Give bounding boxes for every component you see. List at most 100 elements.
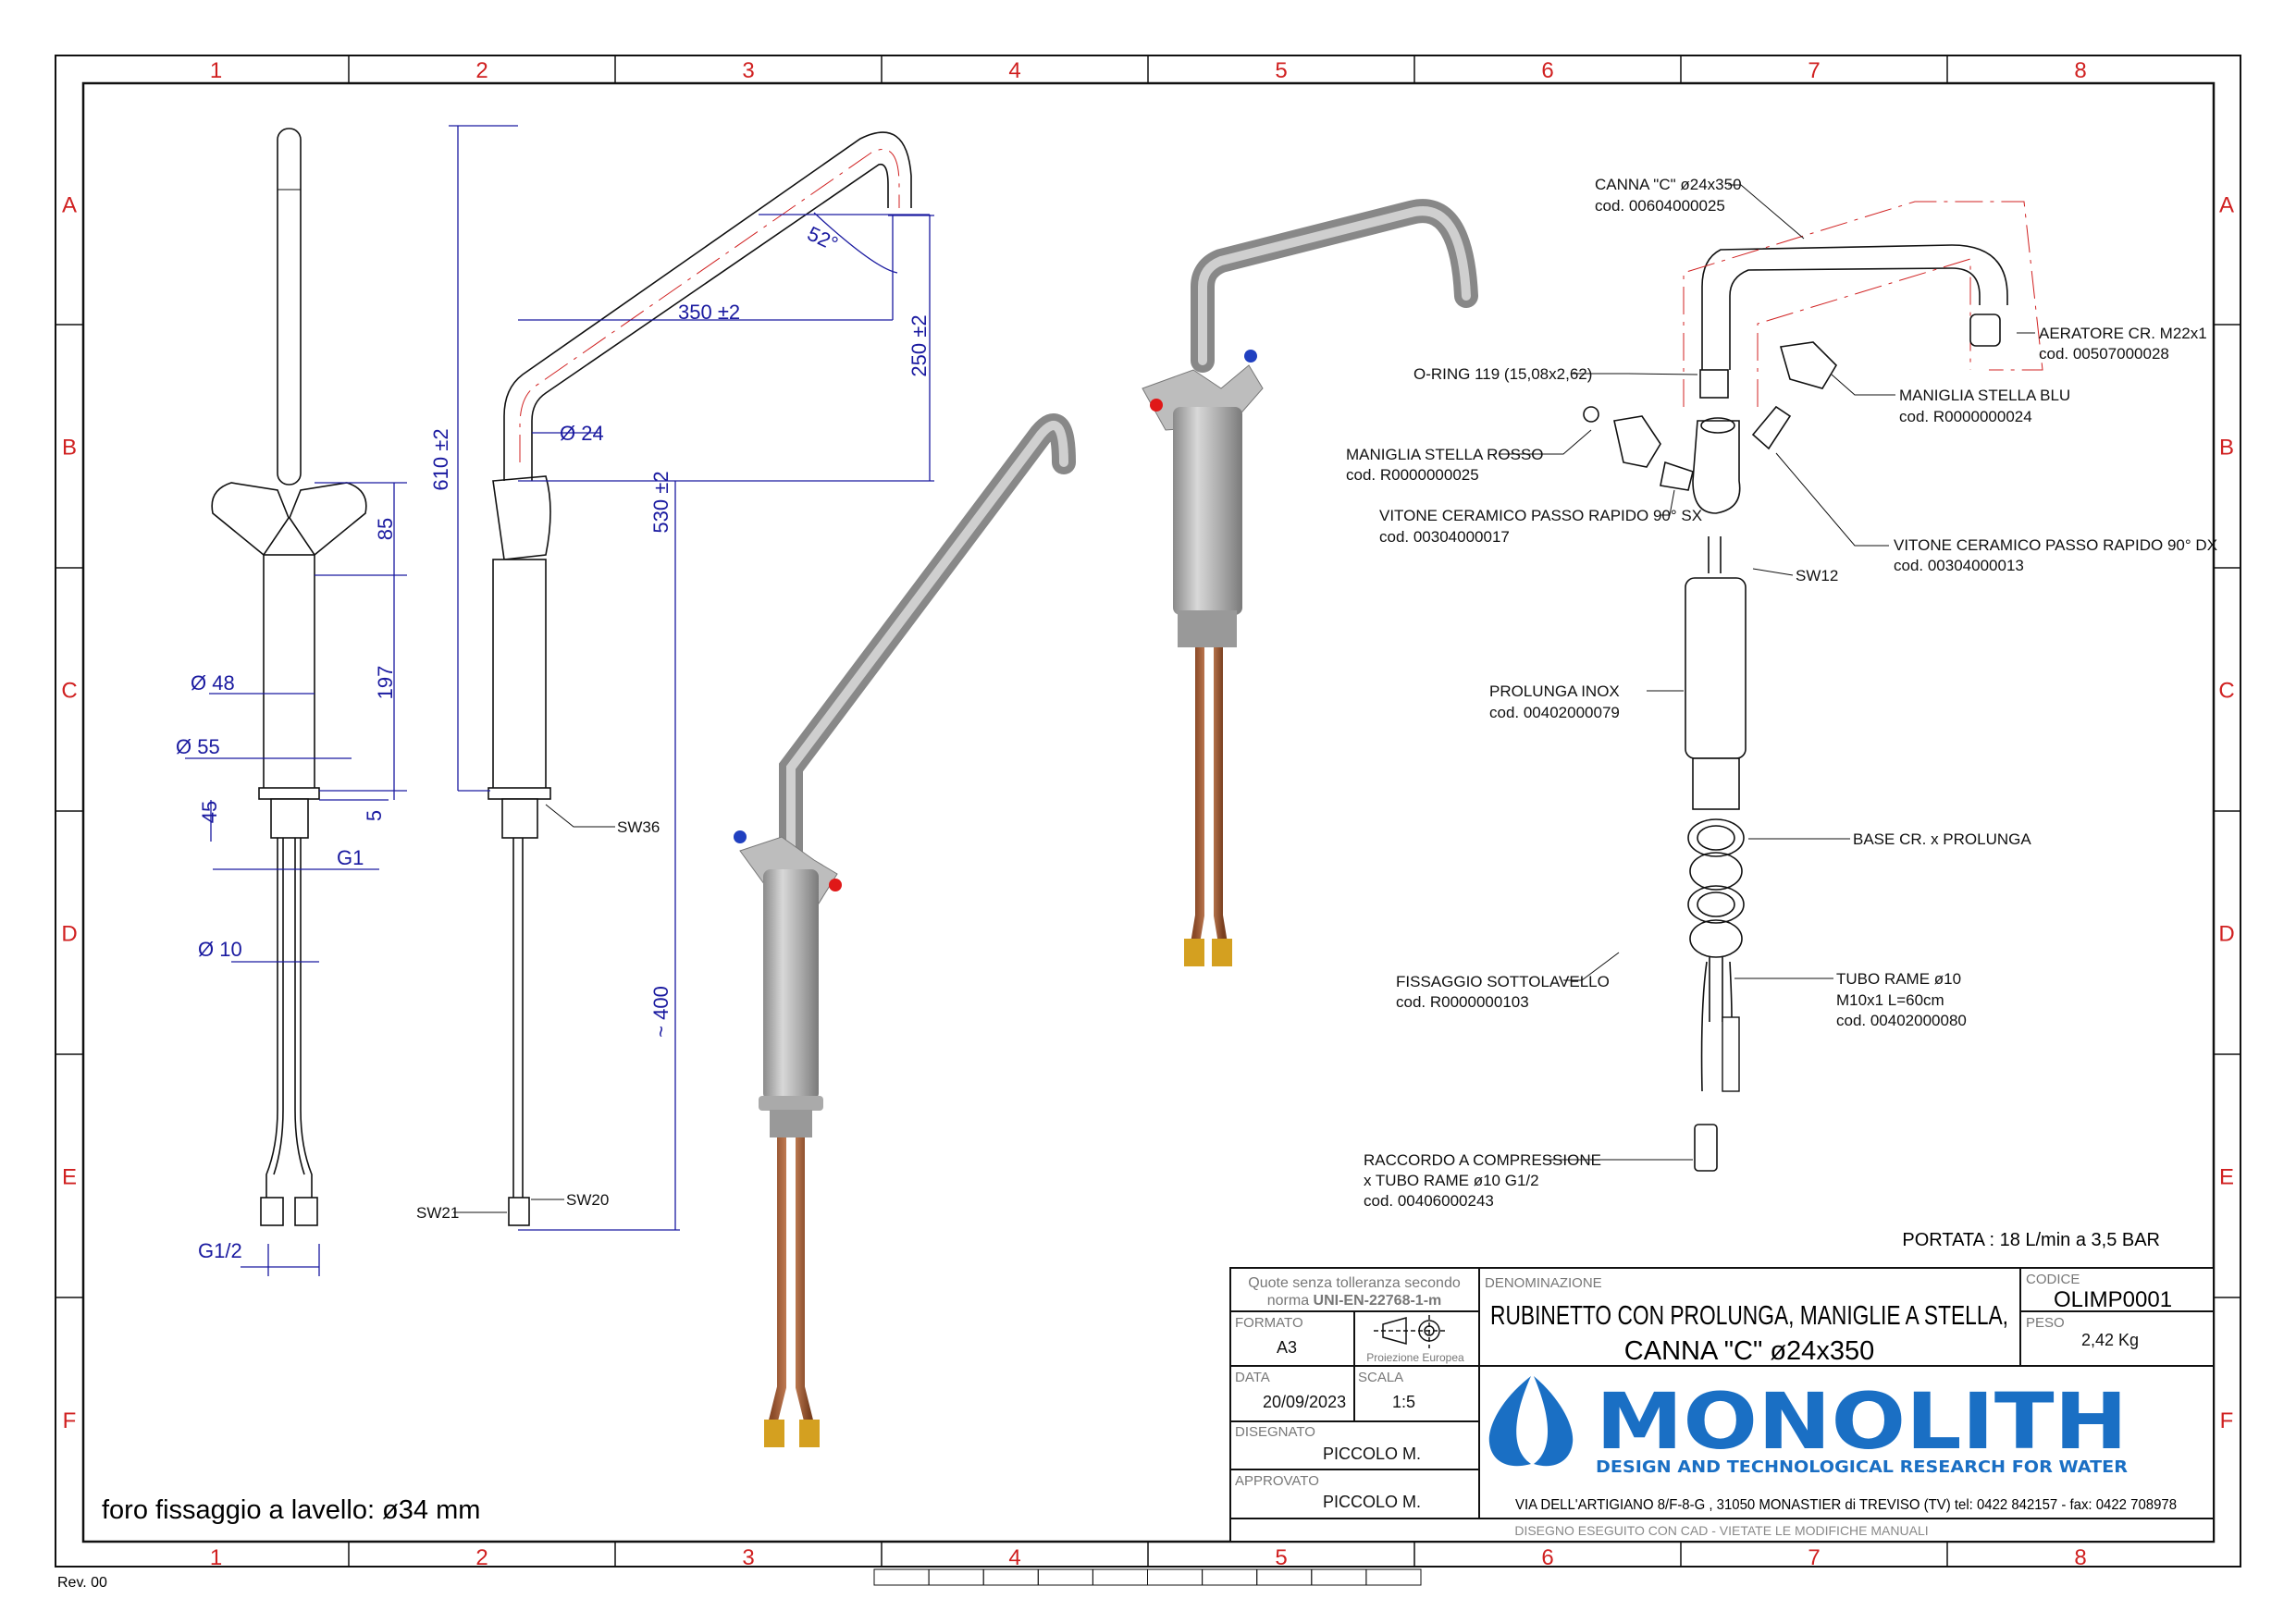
label-maniglia-blu: MANIGLIA STELLA BLU — [1899, 387, 2070, 404]
part-labels: CANNA "C" ø24x350 cod. 00604000025 AERAT… — [57, 176, 2217, 1591]
code-vitone-dx: cod. 00304000013 — [1894, 557, 2024, 574]
revision-cell — [1147, 1568, 1204, 1586]
approvato-label: APPROVATO — [1235, 1473, 1319, 1489]
grid-column-label: 6 — [1541, 1545, 1553, 1570]
cad-note: DISEGNO ESEGUITO CON CAD - VIETATE LE MO… — [1514, 1523, 1928, 1538]
label-fissaggio: FISSAGGIO SOTTOLAVELLO — [1396, 973, 1610, 990]
dim-85: 85 — [374, 518, 397, 540]
grid-row-label: D — [2218, 922, 2234, 947]
dim-angle-52: 52° — [804, 222, 842, 256]
grid-row-label: A — [2219, 193, 2234, 218]
label-maniglia-rosso: MANIGLIA STELLA ROSSO — [1346, 446, 1544, 463]
label-sw36: SW36 — [617, 818, 660, 836]
dim-dia-10: Ø 10 — [198, 938, 242, 961]
brand-tagline: DESIGN AND TECHNOLOGICAL RESEARCH FOR WA… — [1596, 1457, 2128, 1477]
grid-column-label: 2 — [475, 1545, 488, 1570]
dim-610: 610 ±2 — [429, 428, 452, 490]
side-spout — [503, 131, 912, 481]
grid-row-label: B — [62, 436, 77, 461]
grid-row-label: D — [61, 922, 77, 947]
dim-400: ~ 400 — [649, 986, 673, 1038]
codice-label: CODICE — [2026, 1272, 2080, 1287]
revision-cell — [982, 1568, 1039, 1586]
formato-label: FORMATO — [1235, 1315, 1303, 1331]
grid-row-label: E — [62, 1165, 77, 1190]
tolerance-line1: Quote senza tolleranza secondo — [1248, 1275, 1461, 1291]
grid-row-label: A — [62, 193, 77, 218]
grid-row-label: C — [61, 679, 77, 704]
code-prolunga: cod. 00402000079 — [1489, 704, 1620, 721]
code-tubo: cod. 00402000080 — [1836, 1012, 1967, 1029]
revision-cell — [1311, 1568, 1367, 1586]
revision-cell — [1256, 1568, 1313, 1586]
iso-view-right — [1142, 199, 1478, 966]
tolerance-line2: norma UNI-EN-22768-1-m — [1267, 1293, 1442, 1309]
label-raccordo: RACCORDO A COMPRESSIONE — [1364, 1151, 1601, 1169]
label-prolunga: PROLUNGA INOX — [1489, 682, 1620, 700]
dim-250: 250 ±2 — [907, 314, 931, 376]
iso-view-center — [734, 413, 1076, 1447]
label-aeratore: AERATORE CR. M22x1 — [2039, 325, 2207, 342]
revision-label: Rev. 00 — [57, 1575, 107, 1591]
grid-column-label: 4 — [1008, 58, 1020, 83]
code-maniglia-blu: cod. R0000000024 — [1899, 408, 2032, 425]
code-aeratore: cod. 00507000028 — [2039, 345, 2169, 363]
grid-column-label: 1 — [210, 1545, 222, 1570]
dim-dia-55: Ø 55 — [176, 735, 220, 758]
exploded-view — [1499, 184, 2043, 1172]
label-vitone-dx: VITONE CERAMICO PASSO RAPIDO 90° DX — [1894, 536, 2217, 554]
label-canna: CANNA "C" ø24x350 — [1595, 176, 1742, 193]
dim-197: 197 — [374, 666, 397, 700]
grid-row-label: F — [2220, 1408, 2234, 1433]
handle-red-dot — [829, 879, 842, 891]
front-handle-left — [211, 482, 290, 557]
grid-column-label: 3 — [742, 58, 754, 83]
grid-column-label: 5 — [1275, 1545, 1287, 1570]
grid-column-label: 2 — [475, 58, 488, 83]
disegnato-value: PICCOLO M. — [1323, 1445, 1421, 1463]
company-address: VIA DELL'ARTIGIANO 8/F-8-G , 31050 MONAS… — [1515, 1497, 2177, 1513]
label-oring: O-RING 119 (15,08x2,62) — [1413, 365, 1592, 383]
data-value: 20/09/2023 — [1263, 1393, 1346, 1411]
grid-column-label: 7 — [1808, 58, 1820, 83]
code-fissaggio: cod. R0000000103 — [1396, 993, 1529, 1011]
revision-cell — [873, 1568, 930, 1586]
grid-row-label: C — [2218, 679, 2234, 704]
scala-label: SCALA — [1358, 1370, 1403, 1385]
grid-row-label: B — [2219, 436, 2234, 461]
dim-5: 5 — [363, 810, 386, 821]
code-raccordo: cod. 00406000243 — [1364, 1192, 1494, 1210]
side-body — [492, 559, 547, 792]
front-handle-right — [289, 482, 367, 557]
grid-column-label: 7 — [1808, 1545, 1820, 1570]
spec-tubo: M10x1 L=60cm — [1836, 991, 1944, 1009]
dim-530: 530 ±2 — [649, 471, 673, 533]
codice-value: OLIMP0001 — [2054, 1287, 2172, 1312]
label-vitone-sx: VITONE CERAMICO PASSO RAPIDO 90° SX — [1379, 507, 1702, 524]
projection-symbol-icon — [1374, 1315, 1448, 1348]
disegnato-label: DISEGNATO — [1235, 1424, 1315, 1440]
label-sw21: SW21 — [416, 1204, 459, 1222]
denominazione-label: DENOMINAZIONE — [1485, 1275, 1602, 1291]
grid-row-label: F — [63, 1408, 77, 1433]
revision-table — [873, 1568, 1422, 1586]
code-maniglia-rosso: cod. R0000000025 — [1346, 466, 1479, 484]
code-vitone-sx: cod. 00304000017 — [1379, 528, 1510, 546]
front-body — [263, 554, 315, 792]
grid-column-label: 1 — [210, 58, 222, 83]
grid-column-label: 4 — [1008, 1545, 1020, 1570]
drawing-title-line2: CANNA "C" ø24x350 — [1624, 1336, 1874, 1366]
code-canna: cod. 00604000025 — [1595, 197, 1725, 215]
revision-cell — [1365, 1568, 1422, 1586]
dim-dia-24: Ø 24 — [560, 422, 604, 445]
grid-column-label: 8 — [2074, 58, 2086, 83]
grid-dividers — [56, 55, 2240, 1567]
mounting-hole-note: foro fissaggio a lavello: ø34 mm — [102, 1495, 480, 1525]
peso-label: PESO — [2026, 1315, 2065, 1331]
projection-label: Proiezione Europea — [1366, 1351, 1464, 1364]
revision-cell — [928, 1568, 984, 1586]
label-tubo: TUBO RAME ø10 — [1836, 970, 1961, 988]
grid-row-label: E — [2219, 1165, 2234, 1190]
revision-cell — [1202, 1568, 1258, 1586]
